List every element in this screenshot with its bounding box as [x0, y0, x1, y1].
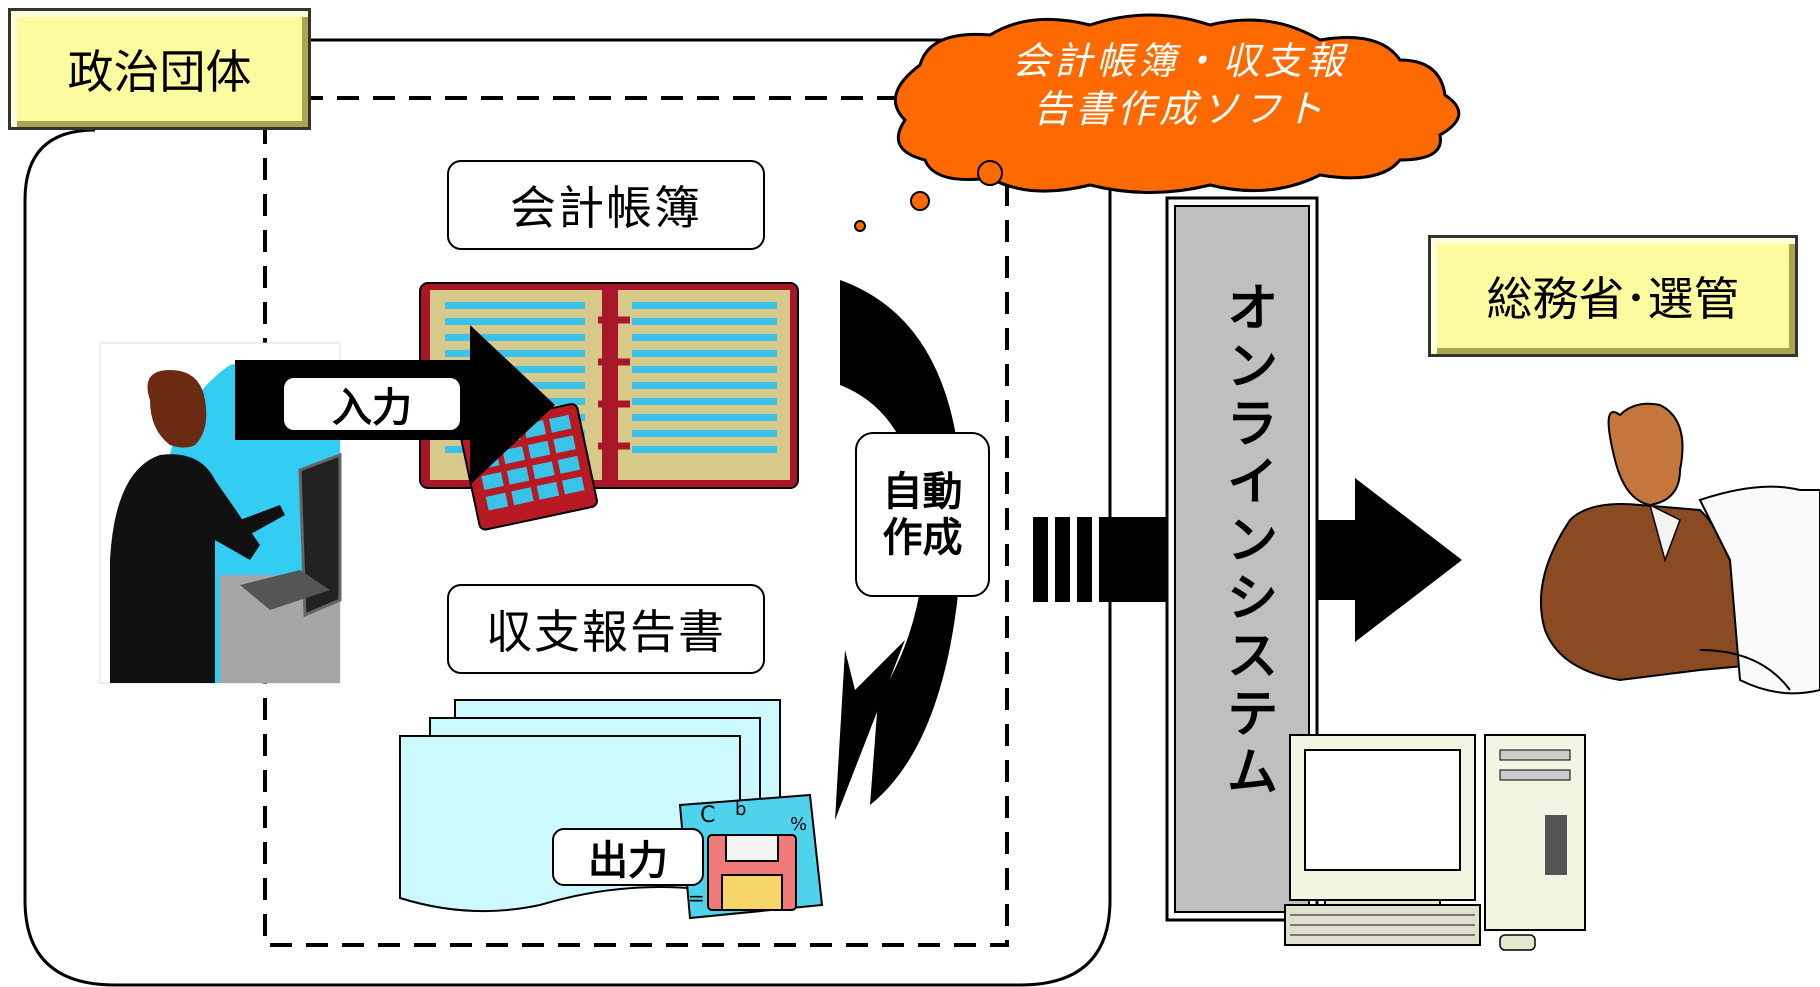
- cloud-bubble-large: [977, 160, 1003, 186]
- auto-label-line-1: 自動: [882, 468, 963, 515]
- cloud-line-2: 告書作成ソフト: [1032, 86, 1327, 131]
- online-system-label-text: オンラインシステム: [1217, 280, 1277, 802]
- svg-text:C: C: [700, 803, 715, 828]
- organization-label: 政治団体: [8, 8, 311, 130]
- ledger-label-text: 会計帳簿: [510, 181, 702, 235]
- auto-create-label: 自動 作成: [855, 432, 990, 597]
- svg-text:b: b: [735, 799, 746, 820]
- ministry-label-text: 総務省･選管: [1486, 272, 1740, 326]
- ledger-label: 会計帳簿: [447, 160, 765, 250]
- cloud-bubble-small: [854, 220, 866, 232]
- auto-create-arrow: [840, 280, 963, 805]
- cloud-line-1: 会計帳簿・収支報: [1011, 39, 1348, 83]
- input-label: 入力: [282, 376, 462, 432]
- report-label: 収支報告書: [447, 584, 765, 674]
- auto-label-line-2: 作成: [882, 514, 963, 561]
- input-label-text: 入力: [332, 385, 412, 431]
- software-cloud: [854, 13, 1461, 232]
- desktop-computer-icon: [1284, 734, 1586, 951]
- cloud-bubble-medium: [910, 191, 930, 211]
- output-label-text: 出力: [588, 838, 668, 884]
- organization-label-text: 政治団体: [67, 45, 252, 99]
- output-label: 出力: [552, 828, 704, 886]
- clerk-at-computer-icon: [1539, 402, 1820, 695]
- output-arrow: [1317, 478, 1462, 642]
- software-cloud-text: 会計帳簿・収支報 告書作成ソフト: [960, 38, 1400, 133]
- floppy-disk-icon: C b % =: [678, 793, 824, 920]
- auto-create-arrowhead: [835, 640, 905, 820]
- svg-text:=: =: [688, 886, 705, 910]
- report-label-text: 収支報告書: [486, 605, 726, 659]
- online-system-label: オンラインシステム: [1210, 280, 1285, 860]
- online-input-stripes: [1033, 517, 1167, 602]
- svg-text:%: %: [790, 814, 807, 835]
- ministry-label: 総務省･選管: [1428, 235, 1798, 357]
